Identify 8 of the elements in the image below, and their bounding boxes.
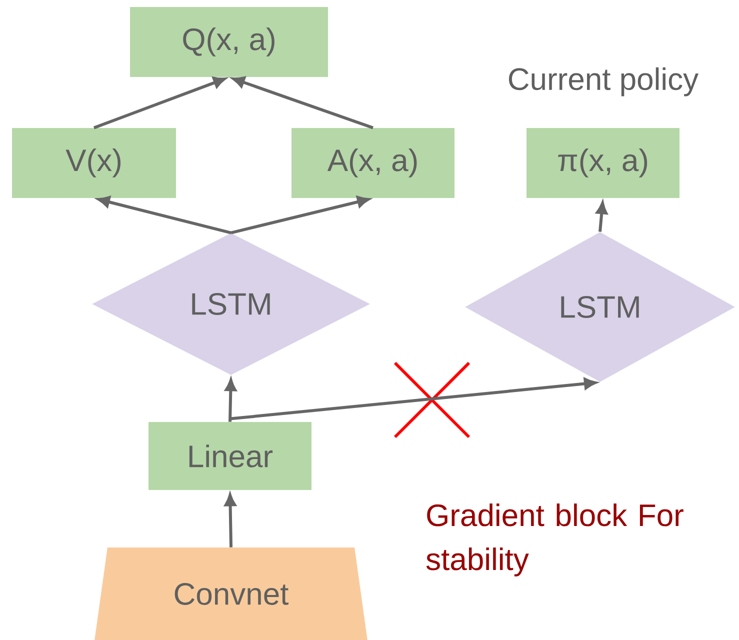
process-box: Linear [148, 422, 312, 490]
process-box: V(x) [12, 128, 176, 198]
convnet-trapezoid: Convnet [94, 548, 368, 640]
heading: Current policy [508, 67, 698, 96]
process-box: Q(x, a) [130, 7, 328, 77]
process-box: π(x, a) [526, 128, 680, 198]
note: Gradient block For stability [426, 504, 684, 576]
process-box: A(x, a) [292, 128, 454, 198]
